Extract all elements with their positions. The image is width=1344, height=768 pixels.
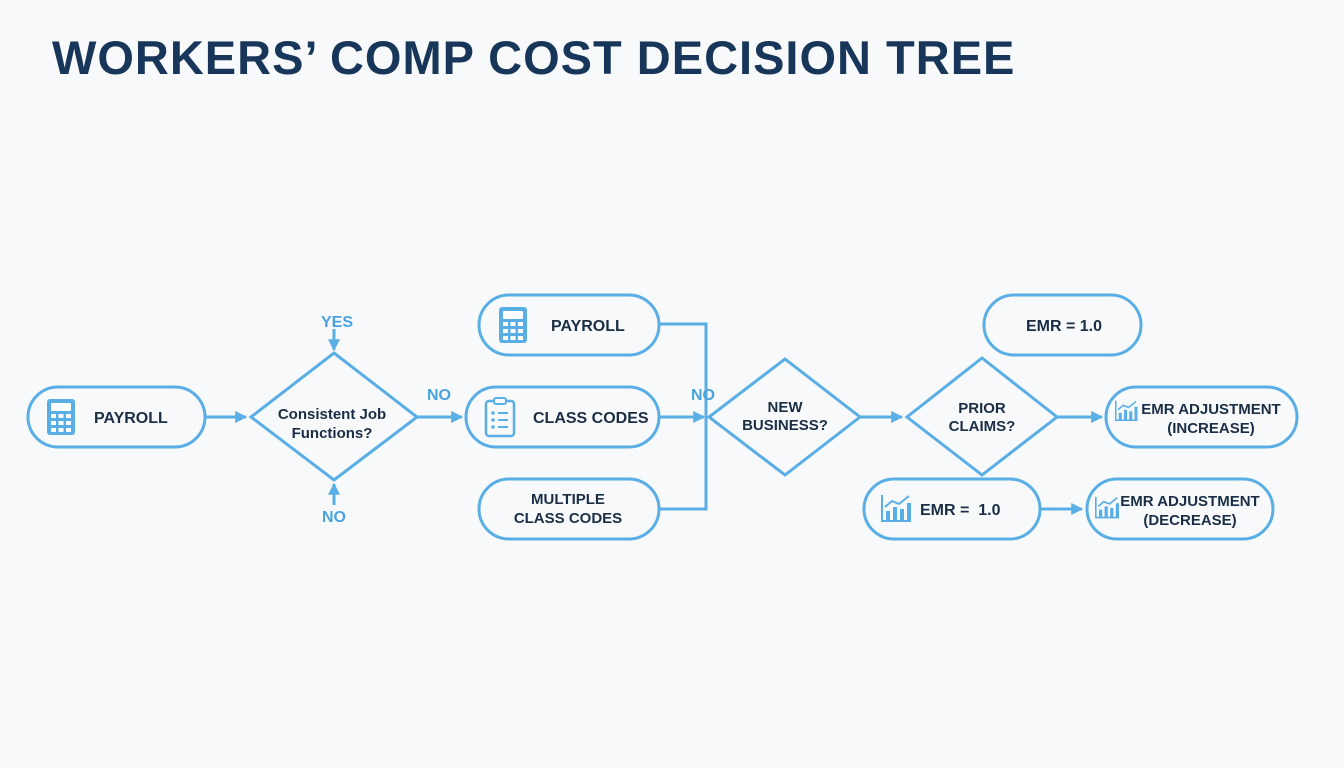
emr-top-node: EMR = 1.0 — [982, 293, 1143, 357]
emr-increase-node: EMR ADJUSTMENT (INCREASE) — [1104, 385, 1299, 449]
emr-mid-label: EMR = 1.0 — [920, 502, 1001, 519]
emr-top-label: EMR = 1.0 — [1026, 318, 1102, 335]
multiple-class-codes-node: MULTIPLE CLASS CODES — [477, 477, 661, 541]
payroll-start-node: PAYROLL — [26, 385, 207, 449]
payroll-top-node: PAYROLL — [477, 293, 661, 357]
multiple-class-codes-line2: CLASS CODES — [514, 510, 622, 527]
emr-increase-line1: EMR ADJUSTMENT — [1141, 401, 1280, 418]
multiple-class-codes-line1: MULTIPLE — [531, 491, 605, 508]
payroll-top-label: PAYROLL — [551, 318, 625, 335]
payroll-start-label: PAYROLL — [94, 410, 168, 427]
emr-decrease-line1: EMR ADJUSTMENT — [1120, 493, 1259, 510]
page-title: WORKERS’ COMP COST DECISION TREE — [52, 31, 1016, 84]
consistent-job-line2: Functions? — [292, 425, 373, 442]
prior-claims-line2: CLAIMS? — [949, 418, 1016, 435]
emr-increase-line2: (INCREASE) — [1167, 420, 1255, 437]
new-business-line2: BUSINESS? — [742, 417, 828, 434]
emr-mid-node: EMR = 1.0 — [862, 477, 1042, 541]
yes-label: YES — [321, 314, 353, 331]
no-label-bottom: NO — [322, 509, 346, 526]
connectors — [205, 322, 1104, 515]
emr-decrease-line2: (DECREASE) — [1143, 512, 1236, 529]
prior-claims-line1: PRIOR — [958, 400, 1006, 417]
merge-bracket — [659, 322, 708, 511]
consistent-job-decision: Consistent Job Functions? — [248, 351, 420, 482]
new-business-line1: NEW — [768, 399, 804, 416]
no-label-right: NO — [427, 387, 451, 404]
prior-claims-decision: PRIOR CLAIMS? — [904, 356, 1060, 477]
no-label-merge: NO — [691, 387, 715, 404]
consistent-job-line1: Consistent Job — [278, 406, 386, 423]
calculator-icon — [47, 399, 75, 435]
emr-decrease-node: EMR ADJUSTMENT (DECREASE) — [1085, 477, 1275, 541]
class-codes-node: CLASS CODES — [464, 385, 661, 449]
class-codes-label: CLASS CODES — [533, 410, 649, 427]
new-business-decision: NEW BUSINESS? — [706, 357, 863, 477]
calculator-icon — [499, 307, 527, 343]
